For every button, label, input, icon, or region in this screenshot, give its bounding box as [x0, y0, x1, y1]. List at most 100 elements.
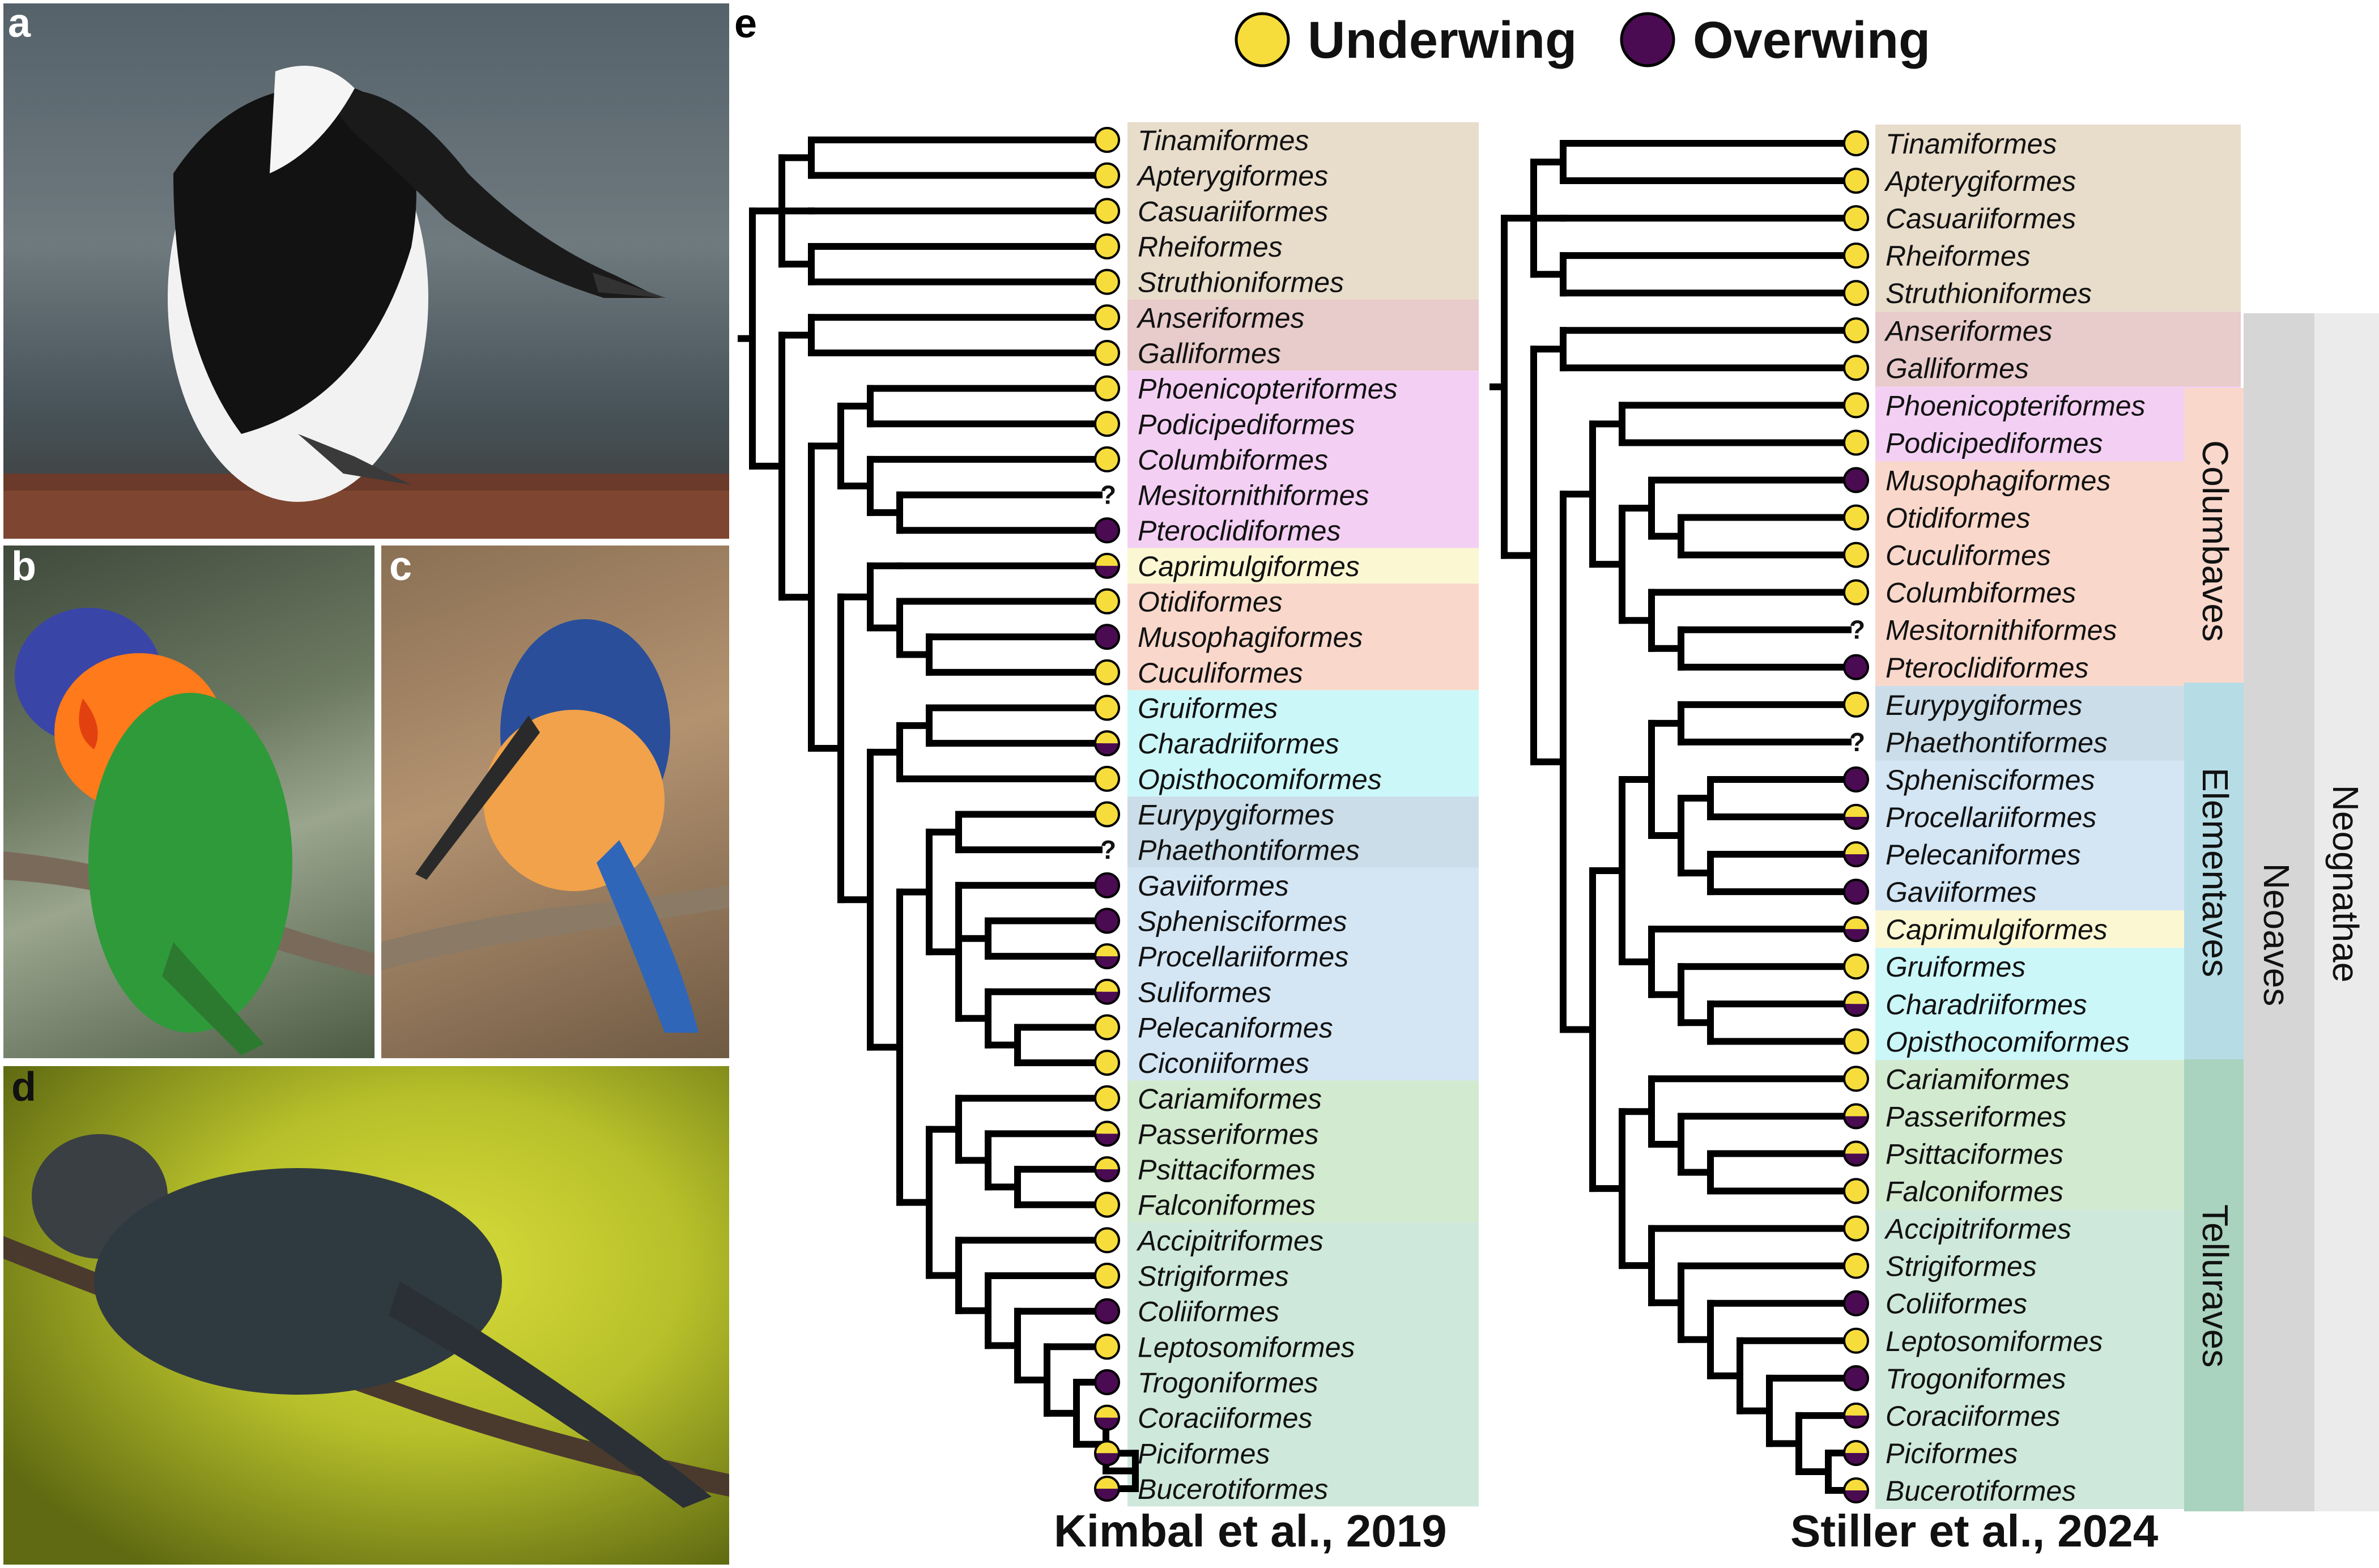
taxon-label: Psittaciformes [1886, 1139, 2063, 1170]
tip-state-mixed-bottom [1095, 956, 1119, 969]
clade-shading-eurypyg [1875, 685, 2241, 761]
taxon-label: Musophagiformes [1138, 621, 1363, 653]
overwing-legend-label: Overwing [1693, 11, 1930, 69]
taxon-label: Bucerotiformes [1138, 1473, 1328, 1505]
tip-state-mixed-top [1844, 805, 1868, 817]
clade-shading-columbea [1127, 370, 1479, 548]
clade-shading-afroaves [1875, 1209, 2241, 1510]
taxon-label: Phaethontiformes [1138, 834, 1360, 866]
tip-state-mixed-top [1095, 1122, 1119, 1134]
tip-state-overwing [1094, 624, 1120, 650]
taxon-label: Cuculiformes [1138, 657, 1303, 689]
tip-state-underwing [1094, 1085, 1120, 1111]
clade-shading-otid [1875, 461, 2241, 686]
panel-label-a: a [8, 3, 31, 46]
taxon-label: Bucerotiformes [1886, 1475, 2076, 1507]
taxon-label: Pteroclidiformes [1886, 652, 2088, 684]
clade-shading-otid [1127, 583, 1479, 691]
taxon-label: Otidiformes [1138, 586, 1283, 618]
taxon-label: Tinamiformes [1138, 125, 1309, 156]
taxon-label: Gaviiformes [1886, 876, 2037, 908]
taxon-label: Psittaciformes [1138, 1154, 1316, 1186]
clade-label-telluraves: Telluraves [2195, 1204, 2236, 1367]
unknown-state-marker: ? [1849, 727, 1865, 757]
taxon-label: Tinamiformes [1886, 128, 2057, 160]
tip-state-underwing [1094, 1263, 1120, 1289]
legend: Underwing Overwing [1235, 11, 1930, 69]
taxon-label: Phaethontiformes [1886, 727, 2108, 759]
taxon-label: Procellariiformes [1886, 802, 2096, 833]
tip-state-mixed-bottom [1844, 1153, 1868, 1166]
taxon-label: Pelecaniformes [1886, 839, 2081, 871]
tip-state-underwing [1094, 162, 1120, 189]
tip-state-outline [1094, 1404, 1120, 1431]
tip-state-mixed-top [1095, 731, 1119, 744]
telluraves-bracket [2184, 1059, 2244, 1511]
tip-state-overwing [1843, 1365, 1869, 1391]
tip-state-mixed-top [1844, 1441, 1868, 1453]
tip-state-outline [1843, 1439, 1869, 1466]
panel-label-c: c [389, 546, 412, 589]
taxon-label: Piciformes [1138, 1438, 1270, 1469]
clade-label-neognathae: Neognathae [2325, 785, 2366, 983]
tip-state-underwing [1843, 242, 1869, 269]
taxon-label: Passeriformes [1886, 1101, 2067, 1132]
taxon-label: Anseriformes [1136, 302, 1305, 334]
tip-state-mixed-bottom [1844, 929, 1868, 941]
tip-state-underwing [1843, 429, 1869, 456]
tip-state-outline [1843, 1103, 1869, 1130]
tip-state-overwing [1094, 1369, 1120, 1396]
tip-state-outline [1843, 1402, 1869, 1429]
tip-state-mixed-top [1844, 992, 1868, 1004]
tip-state-underwing [1094, 801, 1120, 828]
taxon-label: Struthioniformes [1138, 267, 1344, 299]
tip-state-overwing [1094, 517, 1120, 544]
tip-state-overwing [1094, 907, 1120, 934]
tip-state-overwing [1843, 766, 1869, 792]
photo-a-cormorant: a [3, 3, 729, 539]
taxon-label: Coraciiformes [1886, 1400, 2060, 1432]
taxon-label: Caprimulgiformes [1138, 551, 1360, 582]
tip-state-mixed-top [1844, 1104, 1868, 1117]
panel-label-b: b [11, 546, 36, 589]
tip-state-overwing [1094, 872, 1120, 898]
taxon-label: Caprimulgiformes [1886, 914, 2108, 945]
taxon-label: Podicipediformes [1886, 427, 2103, 459]
tip-state-underwing [1094, 233, 1120, 259]
taxon-label: Trogoniformes [1138, 1367, 1318, 1399]
taxon-label: Strigiformes [1886, 1251, 2037, 1282]
tip-state-mixed-bottom [1844, 854, 1868, 867]
photo-b-lorikeet: b [3, 546, 374, 1058]
tip-state-mixed-bottom [1844, 1452, 1868, 1465]
tip-state-mixed-top [1095, 1405, 1119, 1418]
taxon-label: Struthioniformes [1886, 278, 2092, 309]
unknown-state-marker: ? [1100, 835, 1116, 864]
taxon-label: Podicipediformes [1138, 408, 1355, 440]
tip-state-underwing [1843, 504, 1869, 531]
clade-label-elementaves: Elementaves [2195, 768, 2236, 977]
taxon-label: Coliiformes [1886, 1288, 2027, 1320]
taxon-label: Cariamiformes [1138, 1083, 1322, 1115]
tip-state-mixed-bottom [1095, 743, 1119, 756]
tip-state-outline [1094, 943, 1120, 970]
tip-state-overwing [1843, 654, 1869, 680]
tip-state-underwing [1843, 130, 1869, 156]
taxon-label: Apterygiformes [1884, 165, 2076, 197]
clade-shading-caprimulg [1127, 548, 1479, 584]
tip-state-overwing [1843, 879, 1869, 905]
taxon-label: Ciconiiformes [1138, 1047, 1309, 1079]
clade-shading-aequornithes [1875, 760, 2241, 911]
taxon-label: Rheiformes [1138, 231, 1283, 263]
clade-shading-afroaves [1127, 1222, 1479, 1507]
tip-state-underwing [1094, 411, 1120, 437]
tip-state-overwing [1094, 1298, 1120, 1324]
underwing-legend-label: Underwing [1308, 11, 1577, 69]
clade-shading-australaves [1127, 1080, 1479, 1223]
clade-label-neoaves: Neoaves [2256, 863, 2297, 1007]
clade-shading-australaves [1875, 1060, 2241, 1210]
tip-state-underwing [1094, 694, 1120, 721]
tip-state-outline [1843, 1477, 1869, 1503]
cormorant-illustration [3, 66, 729, 539]
tree-branches [738, 137, 1139, 1492]
